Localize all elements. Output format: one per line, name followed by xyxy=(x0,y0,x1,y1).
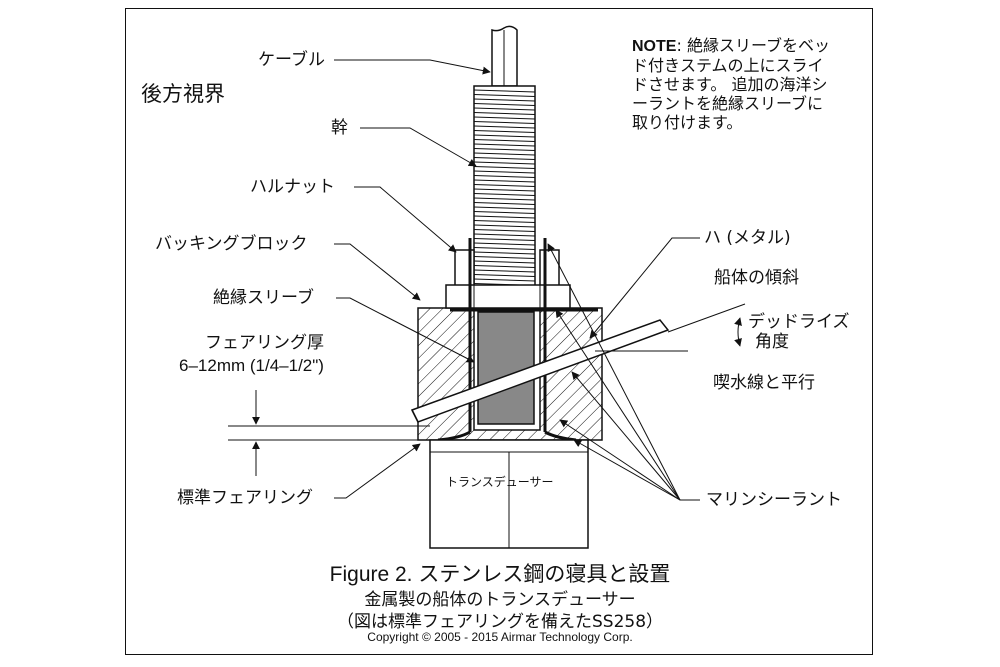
label-stem: 幹 xyxy=(331,118,348,138)
note-prefix: NOTE xyxy=(632,38,677,55)
thread-line xyxy=(473,157,536,160)
copyright-text: Copyright © 2005 - 2015 Airmar Technolog… xyxy=(367,630,633,644)
cable xyxy=(491,25,518,87)
thread-line xyxy=(473,166,536,169)
fairing-dimension xyxy=(228,390,430,476)
thread-line xyxy=(473,121,536,124)
thread-line xyxy=(473,134,536,138)
thread-line xyxy=(473,193,536,196)
caption-title: Figure 2. ステンレス鋼の寝具と設置 xyxy=(329,563,671,586)
thread-line xyxy=(473,98,536,102)
label-hull-nut: ハルナット xyxy=(250,177,335,197)
label-backing-block: バッキングブロック xyxy=(155,234,308,254)
label-marine-sealant: マリンシーラント xyxy=(706,490,842,510)
view-label: 後方視界 xyxy=(141,82,225,106)
thread-line xyxy=(473,256,536,259)
thread-line xyxy=(473,148,536,151)
label-deadrise-angle-2: 角度 xyxy=(755,332,789,352)
deadrise-lines xyxy=(595,303,746,352)
thread-line xyxy=(473,103,536,106)
thread-line xyxy=(473,152,536,156)
label-fairing-thickness-value: 6–12mm (1/4–1/2") xyxy=(179,356,324,375)
thread-line xyxy=(473,197,536,201)
thread-line xyxy=(473,130,536,133)
thread-line xyxy=(473,179,536,183)
label-standard-fairing: 標準フェアリング xyxy=(177,488,313,508)
thread-line xyxy=(473,224,536,228)
thread-line xyxy=(473,233,536,237)
leader-lines xyxy=(334,59,700,501)
hull-plate xyxy=(410,319,670,423)
thread-line xyxy=(473,175,536,178)
thread-line xyxy=(473,265,536,268)
thread-line xyxy=(473,184,536,187)
label-parallel-waterline: 喫水線と平行 xyxy=(713,373,815,393)
caption-subtitle: 金属製の船体のトランスデューサー xyxy=(364,590,636,610)
note-text: 絶縁スリーブをベッド付きステムの上にスライドさせます。 追加の海洋シーラントを絶… xyxy=(632,36,830,132)
thread-line xyxy=(473,125,536,129)
label-hull-deadrise: 船体の傾斜 xyxy=(714,268,799,288)
thread-line xyxy=(473,112,536,115)
label-cable: ケーブル xyxy=(258,50,325,70)
thread-line xyxy=(473,238,536,241)
thread-line xyxy=(473,251,536,255)
thread-line xyxy=(473,89,536,93)
caption-note: （図は標準フェアリングを備えたSS258） xyxy=(336,612,664,632)
thread-line xyxy=(473,229,536,232)
thread-line xyxy=(473,260,536,264)
thread-line xyxy=(473,211,536,214)
thread-line xyxy=(473,247,536,250)
thread-line xyxy=(473,107,536,111)
threaded-stem xyxy=(473,85,536,307)
label-hull-metal: ハ (メタル) xyxy=(704,228,791,248)
thread-line xyxy=(473,242,536,246)
thread-line xyxy=(473,161,536,165)
thread-line xyxy=(473,170,536,174)
thread-line xyxy=(473,143,536,147)
label-deadrise-angle-1: デッドライズ xyxy=(748,312,850,332)
thread-line xyxy=(473,202,536,205)
note-box: NOTE: 絶縁スリーブをベッド付きステムの上にスライドさせます。 追加の海洋シ… xyxy=(632,36,830,132)
thread-line xyxy=(473,94,536,97)
label-transducer: トランスデューサー xyxy=(446,475,554,489)
label-insulating-sleeve: 絶縁スリーブ xyxy=(213,288,314,308)
thread-line xyxy=(473,139,536,142)
thread-line xyxy=(473,116,536,120)
thread-line xyxy=(473,188,536,192)
thread-line xyxy=(473,278,536,282)
thread-line xyxy=(473,206,536,210)
thread-line xyxy=(473,269,536,273)
transducer-body xyxy=(429,439,589,549)
thread-line xyxy=(473,215,536,219)
thread-line xyxy=(473,220,536,223)
label-fairing-thickness: フェアリング厚 xyxy=(205,333,324,353)
figure-frame xyxy=(125,8,873,655)
thread-line xyxy=(473,274,536,277)
